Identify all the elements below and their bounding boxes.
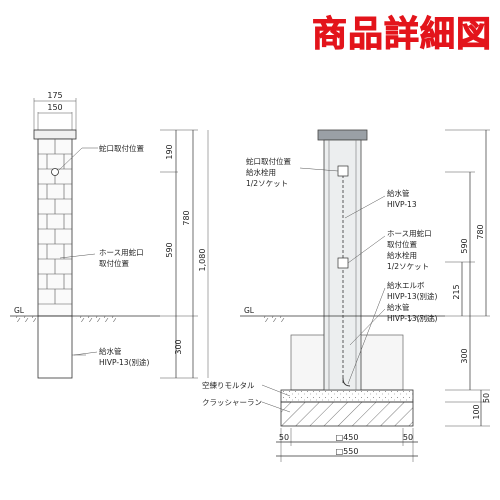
dim-590: 590	[165, 242, 174, 257]
upper-socket	[337, 165, 349, 177]
left-gl-label: GL	[14, 306, 25, 315]
right-column-cap	[317, 129, 368, 141]
right-hose-label-1: ホース用蛇口	[387, 228, 432, 238]
brick-pattern	[38, 139, 72, 305]
right-faucet-label-1: 蛇口取付位置	[246, 156, 291, 166]
page-title: 商品詳細図	[311, 15, 492, 56]
left-top-dimensions: 175 150	[33, 91, 77, 130]
dim-bottom-50-left: 50	[279, 433, 289, 442]
dim-50-right: 50	[482, 393, 491, 403]
right-right-dimensions: 780 590 215 300 50 100	[445, 129, 491, 427]
dim-100-right: 100	[472, 404, 481, 419]
elbow	[342, 377, 351, 387]
left-hose-label-2: 取付位置	[99, 258, 129, 268]
left-faucet-label: 蛇口取付位置	[99, 143, 144, 153]
dim-590-right: 590	[460, 238, 469, 253]
right-faucet-label-3: 1/2ソケット	[246, 179, 288, 188]
right-hose-label-2: 取付位置	[387, 239, 417, 249]
dim-175: 175	[47, 91, 62, 100]
mortar-label: 空練りモルタル	[202, 380, 255, 390]
dim-bottom-450: □450	[336, 433, 359, 442]
right-gl-label: GL	[244, 306, 255, 315]
left-pipe-label-1: 給水管	[99, 346, 122, 356]
left-faucet-marker	[51, 168, 59, 176]
right-pipe-label-1: 給水管	[387, 188, 410, 198]
dim-300-right: 300	[460, 348, 469, 363]
right-view: GL 蛇口取付位置 給水栓用 1/2ソケット 給水管 HIVP-13 ホース用蛇…	[202, 129, 491, 462]
dim-190: 190	[165, 144, 174, 159]
left-view: 175 150	[10, 91, 209, 379]
left-hose-label-1: ホース用蛇口	[99, 247, 144, 257]
left-column-cap	[33, 129, 77, 140]
dim-780: 780	[182, 210, 191, 225]
right-hose-label-3: 給水栓用	[387, 250, 417, 260]
crusher-run-layer	[280, 401, 414, 427]
right-faucet-label-2: 給水栓用	[246, 167, 276, 177]
right-hose-label-4: 1/2ソケット	[387, 262, 429, 271]
dim-1080: 1,080	[198, 249, 207, 272]
dim-150: 150	[47, 103, 62, 112]
crusher-run-label: クラッシャーラン	[202, 398, 262, 407]
lower-socket	[337, 257, 349, 269]
dim-780-right: 780	[476, 224, 485, 239]
dim-215: 215	[452, 284, 461, 299]
mortar-layer	[280, 389, 414, 403]
left-pipe-label-2: HIVP-13(別途)	[99, 357, 150, 367]
dim-bottom-550: □550	[336, 447, 359, 456]
right-elbow-label-3: 給水管	[387, 302, 410, 312]
right-elbow-label-2: HIVP-13(別途)	[387, 291, 438, 301]
right-bottom-dimensions: 50 □450 50 □550	[276, 428, 418, 462]
right-pipe-label-2: HIVP-13	[387, 200, 417, 209]
right-elbow-label-1: 給水エルボ	[387, 280, 425, 290]
right-elbow-label-4: HIVP-13(別途)	[387, 313, 438, 323]
dim-bottom-50-right: 50	[403, 433, 413, 442]
left-right-dimensions: 190 590 780 1,080 300	[160, 129, 209, 379]
left-underground-base	[37, 315, 73, 379]
dim-300-left: 300	[174, 339, 183, 354]
